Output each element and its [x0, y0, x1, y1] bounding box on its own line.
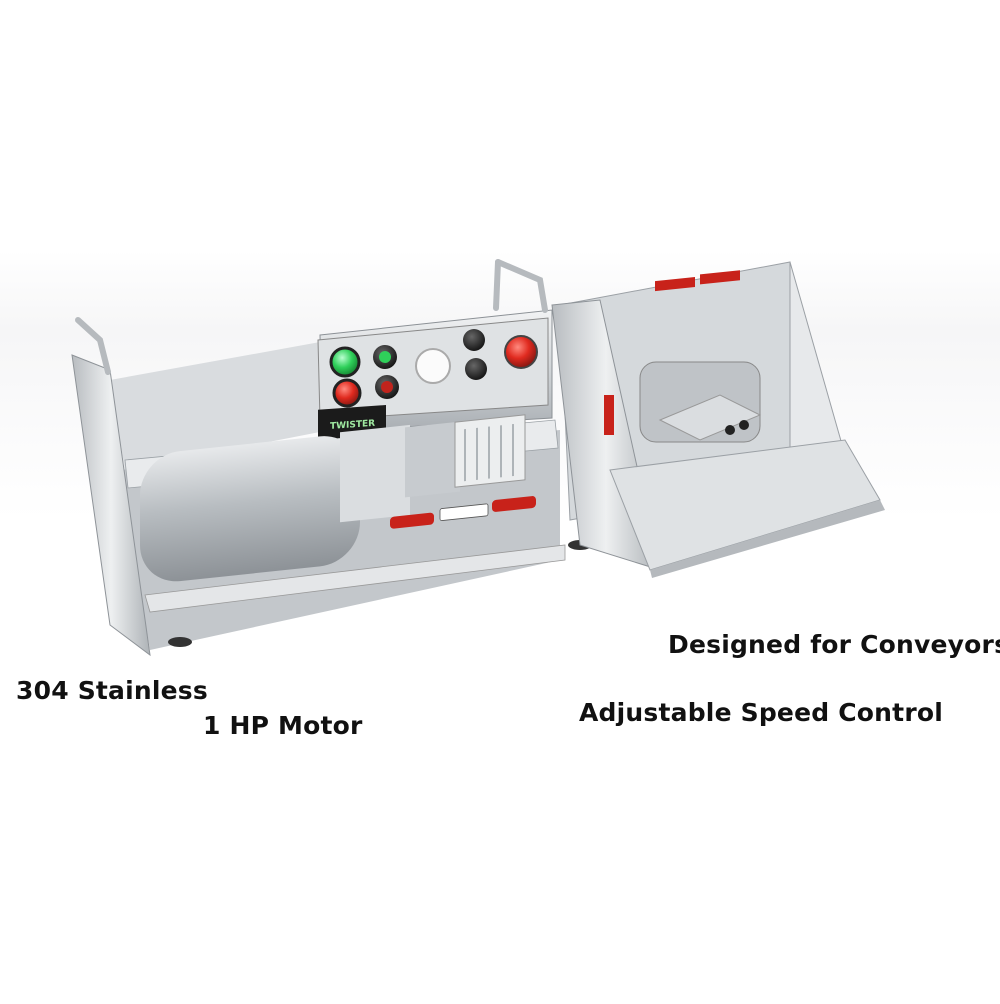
speed-knob[interactable] — [415, 348, 451, 384]
conveyor-chute — [551, 261, 885, 578]
caption-speed-control: Adjustable Speed Control — [579, 698, 943, 727]
motor — [140, 414, 526, 582]
caption-stainless: 304 Stainless — [16, 676, 208, 705]
stop-lamp[interactable] — [332, 378, 362, 408]
outlet-hole — [739, 420, 749, 430]
emergency-stop-button[interactable] — [504, 335, 538, 369]
warning-labels — [390, 496, 536, 529]
svg-text:TWISTER: TWISTER — [330, 419, 375, 432]
start-lamp[interactable] — [329, 346, 361, 378]
caption-conveyors: Designed for Conveyors — [668, 630, 1000, 659]
video-play-button[interactable] — [470, 585, 560, 675]
control-panel — [317, 317, 549, 421]
play-icon — [508, 615, 531, 645]
caption-motor: 1 HP Motor — [203, 711, 363, 740]
outlet-hole — [725, 425, 735, 435]
foot — [168, 637, 192, 647]
forward-button[interactable] — [463, 329, 485, 351]
reverse-button[interactable] — [465, 358, 487, 380]
